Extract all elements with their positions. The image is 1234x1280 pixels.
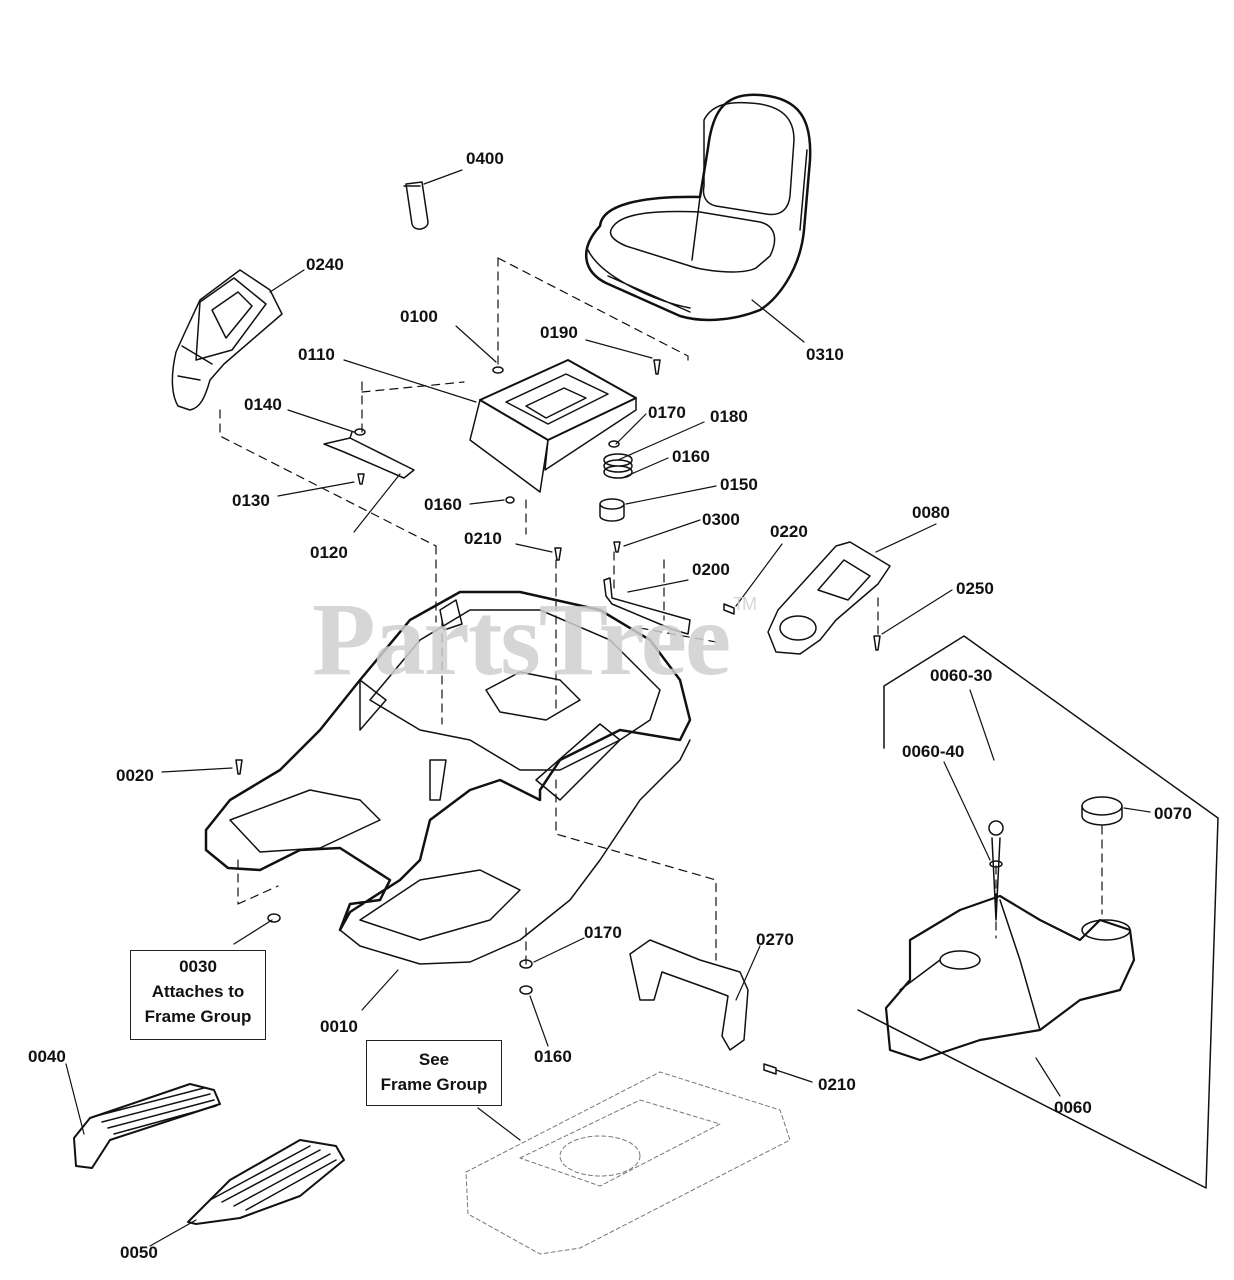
callout-0010[interactable]: 0010 <box>320 1017 358 1036</box>
leader-lines <box>65 169 1151 1247</box>
seat-part[interactable] <box>584 93 812 322</box>
callout-0080[interactable]: 0080 <box>912 503 950 522</box>
callout-0180[interactable]: 0180 <box>710 407 748 426</box>
callout-0400[interactable]: 0400 <box>466 149 504 168</box>
callout-0160-plate[interactable]: 0160 <box>424 495 462 514</box>
callout-0110[interactable]: 0110 <box>298 345 335 364</box>
handle-part[interactable] <box>403 181 429 230</box>
callout-0050[interactable]: 0050 <box>120 1243 158 1262</box>
callout-0040[interactable]: 0040 <box>28 1047 66 1066</box>
left-cover-part[interactable] <box>171 269 283 411</box>
see-note-line-2: Frame Group <box>380 1075 488 1094</box>
spring-part[interactable] <box>603 453 633 479</box>
tank-group-outline <box>857 635 1219 1189</box>
callout-0310[interactable]: 0310 <box>806 345 844 364</box>
note-part-code: 0030 <box>179 957 217 976</box>
callout-0270[interactable]: 0270 <box>756 930 794 949</box>
note-line-1: Attaches to <box>151 982 245 1001</box>
callout-0160-spring[interactable]: 0160 <box>672 447 710 466</box>
callout-0130[interactable]: 0130 <box>232 491 270 510</box>
fender-part[interactable] <box>204 590 692 965</box>
callout-0190[interactable]: 0190 <box>540 323 578 342</box>
callout-0150[interactable]: 0150 <box>720 475 758 494</box>
callout-0210-lower[interactable]: 0210 <box>818 1075 856 1094</box>
assembly-lines <box>219 257 1103 965</box>
trademark-mark: TM <box>733 594 757 614</box>
callout-0060-40[interactable]: 0060-40 <box>902 742 965 761</box>
see-frame-group-note[interactable]: See Frame Group <box>366 1040 502 1106</box>
callout-0170-upper[interactable]: 0170 <box>648 403 686 422</box>
callout-0160-lower[interactable]: 0160 <box>534 1047 572 1066</box>
fuel-cap-part[interactable] <box>1081 796 1123 826</box>
spacer-part[interactable] <box>599 498 625 522</box>
callout-0100[interactable]: 0100 <box>400 307 438 326</box>
callout-0240[interactable]: 0240 <box>306 255 344 274</box>
callout-0200[interactable]: 0200 <box>692 560 730 579</box>
callout-0020[interactable]: 0020 <box>116 766 154 785</box>
callout-0060[interactable]: 0060 <box>1054 1098 1092 1117</box>
switch-bracket-part[interactable] <box>603 577 691 635</box>
callout-0210-upper[interactable]: 0210 <box>464 529 502 548</box>
callout-0250[interactable]: 0250 <box>956 579 994 598</box>
frame-group-sketch <box>465 1071 791 1255</box>
attaches-to-frame-note[interactable]: 0030 Attaches to Frame Group <box>130 950 266 1040</box>
callout-0060-30[interactable]: 0060-30 <box>930 666 993 685</box>
callout-0070[interactable]: 0070 <box>1154 804 1192 823</box>
callout-0140[interactable]: 0140 <box>244 395 282 414</box>
callout-0300[interactable]: 0300 <box>702 510 740 529</box>
fuel-tank-part[interactable] <box>884 894 1136 1062</box>
note-line-2: Frame Group <box>144 1007 252 1026</box>
rear-bracket-part[interactable] <box>629 939 749 1051</box>
callout-0120[interactable]: 0120 <box>310 543 348 562</box>
small-hardware <box>235 359 881 1075</box>
callout-0170-lower[interactable]: 0170 <box>584 923 622 942</box>
watermark-text: PartsTree <box>312 582 731 697</box>
see-note-line-1: See <box>418 1050 450 1069</box>
callout-0220[interactable]: 0220 <box>770 522 808 541</box>
right-footrest-part[interactable] <box>187 1139 345 1225</box>
right-cover-part[interactable] <box>767 541 891 655</box>
left-footrest-part[interactable] <box>73 1083 221 1169</box>
seat-plate-part[interactable] <box>469 359 637 493</box>
seat-bracket-part[interactable] <box>323 431 415 479</box>
